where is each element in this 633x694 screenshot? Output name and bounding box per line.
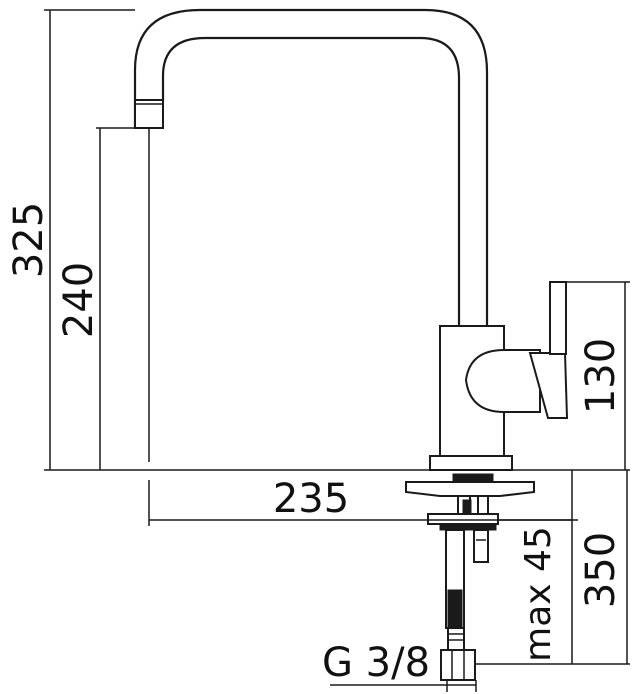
spout-inner: [161, 36, 461, 326]
faucet: [133, 8, 569, 681]
dim-hose-length: 350: [578, 532, 624, 608]
dim-thread: G 3/8: [322, 640, 430, 686]
dim-max-thickness: max 45: [518, 526, 559, 662]
mounting-nut: [452, 473, 494, 483]
spout-outer: [133, 8, 489, 326]
dim-spout-reach: 235: [273, 476, 349, 522]
dim-handle-height: 130: [578, 338, 624, 414]
dimension-lines: [44, 9, 630, 692]
mounting-plate: [405, 481, 535, 497]
hose-stub: [473, 529, 489, 563]
washer: [427, 513, 499, 525]
handle-stem: [549, 281, 567, 355]
mounting-stud-right: [477, 495, 489, 515]
dim-spout-height: 240: [56, 262, 102, 338]
base-flange: [429, 455, 513, 471]
hose-ferrule: [447, 627, 465, 651]
dim-overall-height: 325: [6, 202, 52, 278]
hose-nut: [440, 649, 476, 681]
handle-hub: [464, 349, 541, 413]
